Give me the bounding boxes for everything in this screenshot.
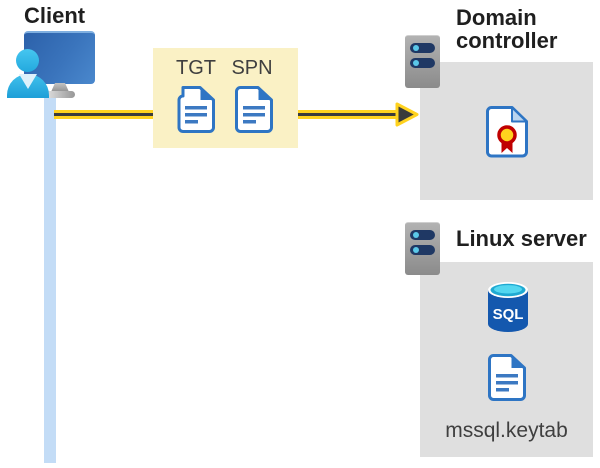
server-slot xyxy=(410,58,435,68)
tgt-document-icon xyxy=(177,86,215,133)
server-led xyxy=(413,232,419,238)
keytab-label: mssql.keytab xyxy=(445,419,568,442)
server-led xyxy=(413,45,419,51)
keytab-document-icon xyxy=(488,354,526,401)
monitor-stand-base xyxy=(45,91,75,98)
linux-server-server-icon xyxy=(405,222,440,275)
domain-controller-title: Domain controller xyxy=(456,5,558,53)
certificate-icon xyxy=(486,106,528,158)
server-led xyxy=(413,247,419,253)
spn-label: SPN xyxy=(231,57,273,79)
domain-controller-server-icon xyxy=(405,35,440,88)
arrow-right-icon xyxy=(395,102,419,127)
server-slot xyxy=(410,43,435,53)
server-slot xyxy=(410,245,435,255)
client-connection-line xyxy=(44,92,56,463)
monitor-stand xyxy=(51,83,69,92)
ticket-box xyxy=(153,48,298,148)
client-title: Client xyxy=(24,3,86,28)
tgt-label: TGT xyxy=(176,57,216,79)
user-head-icon xyxy=(16,49,39,72)
server-led xyxy=(413,60,419,66)
spn-document-icon xyxy=(235,86,273,133)
sql-database-icon: SQL xyxy=(488,282,528,332)
server-slot xyxy=(410,230,435,240)
sql-label: SQL xyxy=(493,306,524,323)
linux-server-title: Linux server xyxy=(456,226,587,251)
